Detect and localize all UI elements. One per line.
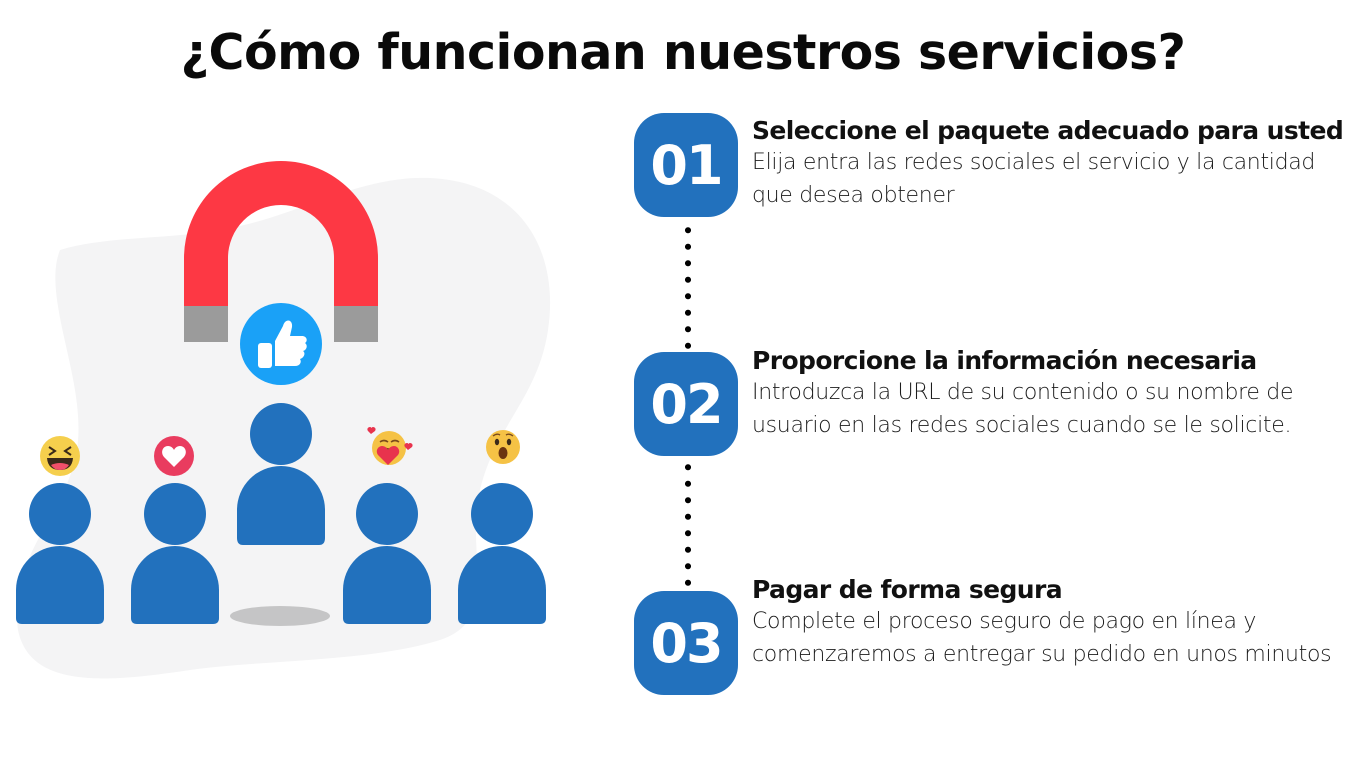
step-title: Pagar de forma segura bbox=[752, 575, 1063, 604]
step-description: Elija entra las redes sociales el servic… bbox=[752, 150, 1316, 208]
step-number-badge: 02 bbox=[634, 352, 738, 456]
step-title: Seleccione el paquete adecuado para uste… bbox=[752, 116, 1344, 145]
dotted-connector bbox=[685, 459, 691, 591]
thumbs-up-like-icon bbox=[240, 303, 322, 385]
heart-love-icon bbox=[154, 436, 194, 476]
step-title: Proporcione la información necesaria bbox=[752, 346, 1257, 375]
person-icon bbox=[237, 403, 325, 545]
step-number-badge: 01 bbox=[634, 113, 738, 217]
care-hug-emoji-icon bbox=[367, 427, 413, 465]
person-icon bbox=[131, 483, 219, 624]
floor-shadow bbox=[230, 606, 330, 626]
wow-surprised-emoji-icon bbox=[486, 430, 520, 464]
person-icon bbox=[16, 483, 104, 624]
person-icon bbox=[458, 483, 546, 624]
magnet-icon bbox=[184, 161, 378, 342]
laughing-emoji-icon bbox=[40, 436, 80, 476]
page-title: ¿Cómo funcionan nuestros servicios? bbox=[180, 24, 1186, 81]
hero-illustration bbox=[0, 150, 580, 710]
person-icon bbox=[343, 483, 431, 624]
step-number-badge: 03 bbox=[634, 591, 738, 695]
step-description: Introduzca la URL de su contenido o su n… bbox=[752, 380, 1294, 438]
dotted-connector bbox=[685, 222, 691, 353]
steps-list: 01 Seleccione el paquete adecuado para u… bbox=[634, 113, 1354, 713]
step-description: Complete el proceso seguro de pago en lí… bbox=[752, 609, 1332, 667]
